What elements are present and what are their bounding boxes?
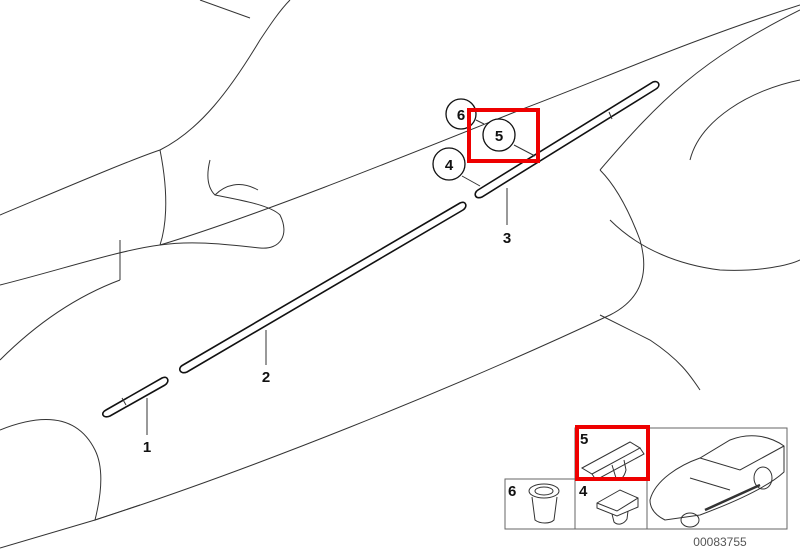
- car-thumbnail-icon: [649, 435, 785, 528]
- highlight-box-thumbnail-5: [575, 425, 650, 481]
- part-code: 00083755: [693, 535, 747, 549]
- svg-text:5: 5: [580, 431, 588, 448]
- fastener-icon: [580, 441, 645, 481]
- leader-5: [513, 144, 536, 157]
- callout-6[interactable]: 6: [445, 98, 477, 130]
- svg-text:4: 4: [445, 157, 454, 174]
- callout-5[interactable]: 5: [482, 118, 516, 152]
- thumbnail-car: [646, 427, 788, 530]
- callout-4[interactable]: 4: [432, 147, 466, 181]
- grommet-icon: [528, 483, 560, 524]
- moulding-1: [102, 376, 169, 418]
- svg-text:5: 5: [495, 128, 503, 145]
- callout-3[interactable]: 3: [503, 230, 511, 247]
- moulding-3: [474, 80, 660, 199]
- svg-text:6: 6: [457, 107, 465, 124]
- callout-1[interactable]: 1: [143, 439, 151, 456]
- thumbnail-panel: 6 4 5 00083755: [504, 425, 788, 549]
- clip-icon: [596, 489, 639, 525]
- svg-text:6: 6: [508, 483, 516, 500]
- callout-2[interactable]: 2: [262, 369, 270, 386]
- svg-text:4: 4: [579, 483, 588, 500]
- highlight-box-callout-5: [467, 108, 540, 163]
- leader-6: [475, 119, 485, 125]
- moulding-2: [179, 201, 467, 374]
- leader-4: [461, 175, 481, 187]
